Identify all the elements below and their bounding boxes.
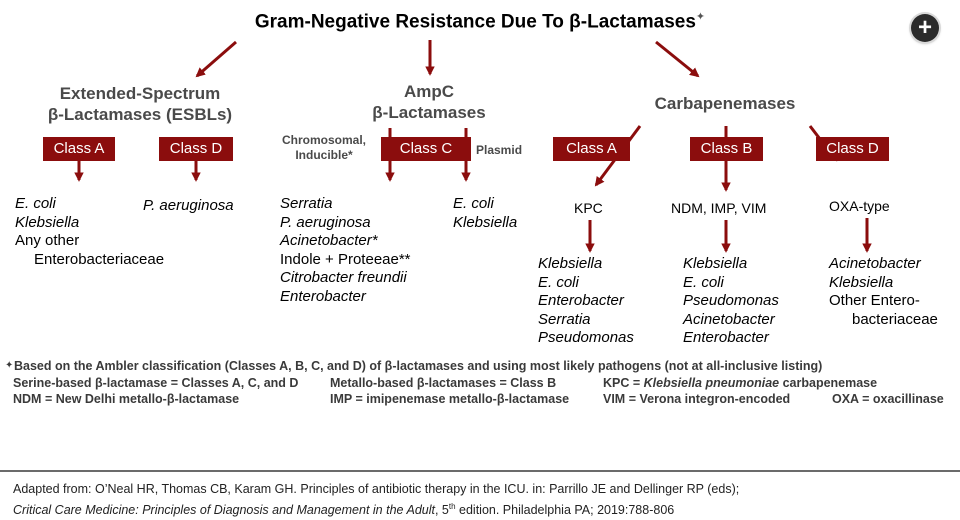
organism: Other Entero- <box>829 292 920 309</box>
title-text: Gram-Negative Resistance Due To β-Lactam… <box>254 11 696 33</box>
citation-edition-sup: th <box>448 502 456 511</box>
plus-icon: + <box>917 14 932 41</box>
esbl-heading-line2: β-Lactamases (ESBLs) <box>47 105 233 124</box>
organism: Enterobacter <box>683 329 769 346</box>
footnote-vim: VIM = Verona integron-encoded <box>603 392 791 406</box>
organism: Klebsiella <box>453 213 518 231</box>
divider <box>0 470 960 472</box>
carb-class-d-badge: Class D <box>816 137 889 161</box>
carb-class-a-badge: Class A <box>553 137 630 161</box>
organism: Serratia <box>280 195 333 212</box>
organism: Pseudomonas <box>683 292 779 309</box>
citation: Adapted from: O’Neal HR, Thomas CB, Kara… <box>13 481 739 519</box>
kpc-name: Klebsiella pneumoniae <box>643 375 780 390</box>
ampc-chromosomal-organisms: Serratia P. aeruginosa Acinetobacter* In… <box>280 195 411 306</box>
ampc-plasmid-organisms: E. coli Klebsiella <box>453 195 517 232</box>
kpc-enzyme-label: KPC <box>574 200 603 216</box>
carbapenemases-heading: Carbapenemases <box>654 94 796 113</box>
organism: Klebsiella <box>683 255 748 272</box>
footnote-metallo: Metallo-based β-lactamases = Class B <box>330 375 557 390</box>
footnote-ndm: NDM = New Delhi metallo-β-lactamase <box>13 392 240 406</box>
footnote-line1: Based on the Ambler classification (Clas… <box>14 359 823 373</box>
organism: Enterobacteriaceae <box>34 250 165 268</box>
organism: E. coli <box>15 195 56 212</box>
organism: Acinetobacter <box>829 255 921 272</box>
organism: E. coli <box>683 273 724 291</box>
footnote-serine: Serine-based β-lactamase = Classes A, C,… <box>13 375 299 390</box>
footnote-oxa: OXA = oxacillinase <box>832 392 944 406</box>
organism: Enterobacter <box>280 287 366 305</box>
carb-class-d-organisms: Acinetobacter Klebsiella Other Entero- b… <box>829 255 938 329</box>
footnote-mark: ✦ <box>5 360 14 371</box>
citation-line1: Adapted from: O’Neal HR, Thomas CB, Kara… <box>13 482 740 496</box>
oxa-enzyme-label: OXA-type <box>829 198 890 214</box>
ampc-heading-line1: AmpC <box>403 82 455 101</box>
citation-line2: Critical Care Medicine: Principles of Di… <box>13 498 739 519</box>
carb-class-a-organisms: Klebsiella E. coli Enterobacter Serratia… <box>538 255 634 348</box>
carb-class-b-organisms: Klebsiella E. coli Pseudomonas Acinetoba… <box>683 255 779 348</box>
organism: Indole + Proteeae** <box>280 250 411 268</box>
organism: Serratia <box>538 310 591 328</box>
esbl-heading: Extended-Spectrum β-Lactamases (ESBLs) <box>30 83 250 125</box>
organism: Klebsiella <box>15 213 80 231</box>
organism: Citrobacter freundii <box>280 269 407 286</box>
esbl-class-a-badge: Class A <box>43 137 115 161</box>
kpc-prefix: KPC = <box>603 375 644 390</box>
organism: Acinetobacter <box>683 310 775 328</box>
ampc-plasmid-note: Plasmid <box>476 143 523 157</box>
ampc-class-c-badge: Class C <box>381 137 471 161</box>
kpc-suffix: carbapenemase <box>779 375 878 390</box>
esbl-heading-line1: Extended-Spectrum <box>59 84 221 103</box>
nb-enzymes-label: NDM, IMP, VIM <box>671 200 767 216</box>
page-title: Gram-Negative Resistance Due To β-Lactam… <box>0 10 960 33</box>
organism: Acinetobacter* <box>280 232 378 249</box>
ampc-chromosomal-note: Chromosomal, Inducible* <box>272 133 376 163</box>
organism: E. coli <box>538 273 579 291</box>
ampc-heading: AmpC β-Lactamases <box>349 81 509 123</box>
arrow-title-to-esbl <box>195 40 237 78</box>
organism: Pseudomonas <box>538 329 634 346</box>
title-mark: ✦ <box>695 11 706 23</box>
esbl-class-a-organisms: E. coli Klebsiella Any other Enterobacte… <box>15 195 164 269</box>
citation-edition-prefix: , 5 <box>434 503 449 518</box>
esbl-class-d-badge: Class D <box>159 137 233 161</box>
esbl-class-d-organisms: P. aeruginosa <box>143 197 234 216</box>
carb-class-b-badge: Class B <box>690 137 763 161</box>
zoom-in-button[interactable]: + <box>911 14 939 42</box>
organism: P. aeruginosa <box>143 197 234 214</box>
organism: Any other <box>15 232 80 249</box>
organism: Enterobacter <box>538 292 624 309</box>
arrow-title-to-carbapenemases <box>655 40 700 78</box>
organism: P. aeruginosa <box>280 213 371 231</box>
ampc-note-line1: Chromosomal, <box>281 133 366 147</box>
footnote-kpc: KPC = Klebsiella pneumoniae carbapenemas… <box>603 375 877 392</box>
organism: E. coli <box>453 195 494 212</box>
ampc-heading-line2: β-Lactamases <box>372 103 486 122</box>
citation-book: Critical Care Medicine: Principles of Di… <box>13 503 435 518</box>
organism: Klebsiella <box>538 255 603 272</box>
citation-edition-suffix: edition. Philadelphia PA; 2019:788-806 <box>455 503 675 518</box>
organism: Klebsiella <box>829 273 894 291</box>
footnote-imp: IMP = imipenemase metallo-β-lactamase <box>330 392 570 406</box>
organism: bacteriaceae <box>852 310 938 328</box>
ampc-note-line2: Inducible* <box>295 148 353 162</box>
